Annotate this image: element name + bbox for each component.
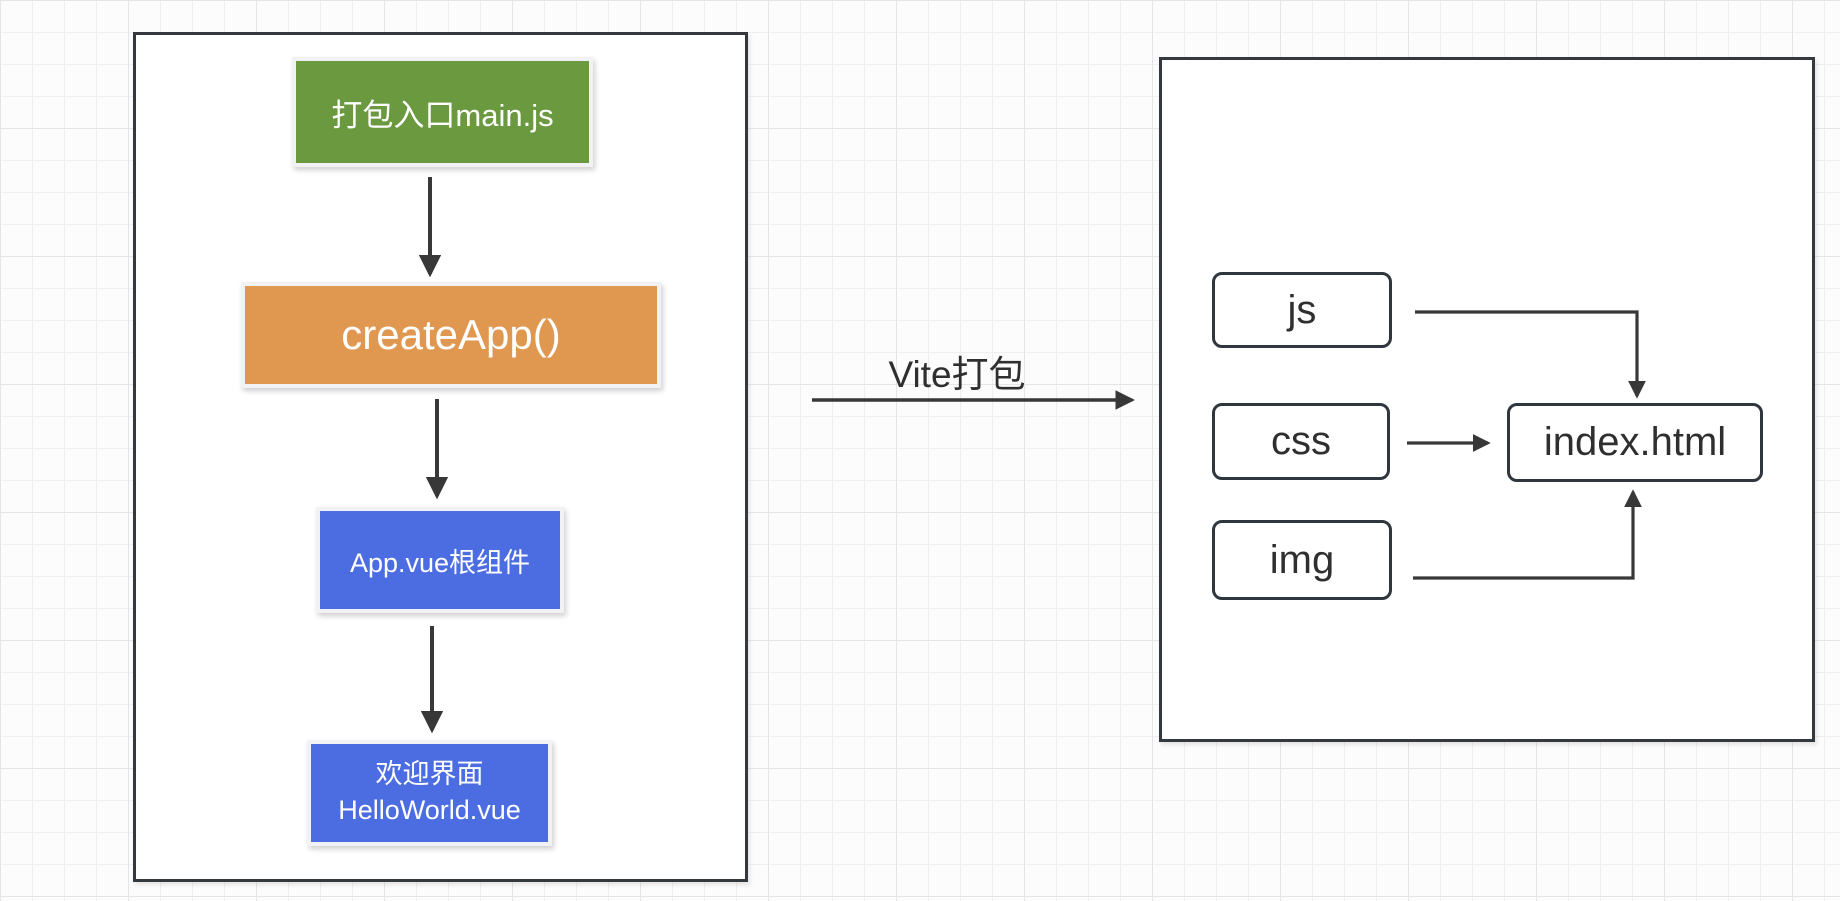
vite-build-label: Vite打包 [888, 354, 1026, 395]
node-img: img [1212, 520, 1392, 600]
node-createapp-label: createApp() [341, 311, 561, 358]
node-css-label: css [1271, 419, 1331, 463]
node-entry-mainjs: 打包入口main.js [292, 57, 593, 167]
node-js-label: js [1287, 287, 1317, 332]
output-panel [1159, 57, 1815, 742]
node-img-label: img [1269, 537, 1335, 582]
node-entry-mainjs-label: 打包入口main.js [331, 97, 554, 133]
node-helloworld: 欢迎界面 HelloWorld.vue [307, 740, 552, 846]
node-css: css [1212, 403, 1390, 480]
node-app-root-component: App.vue根组件 [316, 507, 564, 613]
node-js: js [1212, 272, 1392, 348]
node-indexhtml-label: index.html [1543, 420, 1727, 464]
node-indexhtml: index.html [1507, 403, 1763, 482]
node-app-root-label: App.vue根组件 [349, 547, 531, 578]
node-helloworld-label-line2: HelloWorld.vue [338, 795, 521, 825]
node-helloworld-label-line1: 欢迎界面 [375, 759, 484, 790]
node-createapp: createApp() [241, 282, 661, 388]
